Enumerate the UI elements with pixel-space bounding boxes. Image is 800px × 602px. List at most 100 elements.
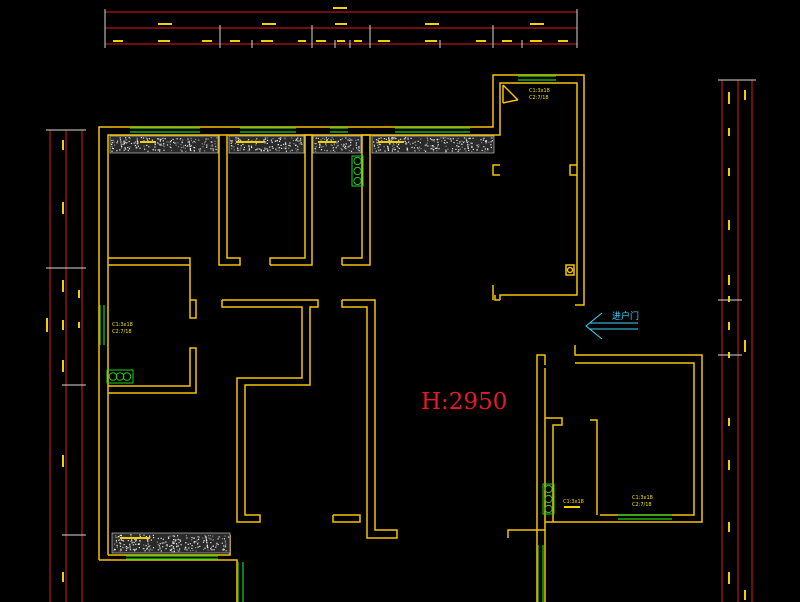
sill-texture-dot <box>469 137 471 139</box>
sill-texture-dot <box>235 138 237 140</box>
sill-texture-dot <box>135 146 137 148</box>
sill-texture-dot <box>467 143 469 145</box>
sill-texture-dot <box>317 137 319 139</box>
sill-texture-dot <box>271 146 273 148</box>
sill-texture-dot <box>405 143 407 145</box>
sill-texture-dot <box>285 141 287 144</box>
sill-texture-dot <box>184 546 187 548</box>
sill-texture-dot <box>237 137 239 139</box>
sill-texture-dot <box>230 142 232 144</box>
sill-texture-dot <box>216 542 218 544</box>
sill-texture-dot <box>295 144 297 146</box>
sill-texture-dot <box>269 146 271 148</box>
sill-texture-dot <box>255 142 257 144</box>
sill-texture-dot <box>118 539 120 541</box>
sill-texture-dot <box>139 540 141 542</box>
sill-texture-dot <box>295 148 297 150</box>
sill-texture-dot <box>417 140 419 142</box>
sill-texture-dot <box>193 541 195 543</box>
sill-texture-dot <box>355 144 357 146</box>
sill-texture-dot <box>170 141 172 143</box>
sill-texture-dot <box>172 542 174 544</box>
sill-texture-dot <box>438 148 440 150</box>
sill-texture-dot <box>315 148 317 150</box>
sill-texture-dot <box>177 538 179 541</box>
sill-texture-dot <box>168 537 170 539</box>
sill-texture-dot <box>129 544 131 546</box>
sill-texture-dot <box>430 147 432 150</box>
sill-texture-dot <box>392 143 394 145</box>
sill-texture-dot <box>160 550 162 552</box>
sill-texture-dot <box>237 139 239 142</box>
sill-texture-dot <box>148 549 150 551</box>
sill-texture-dot <box>358 150 360 152</box>
sill-texture-dot <box>217 538 219 540</box>
sill-texture-dot <box>391 137 394 139</box>
sill-texture-dot <box>457 146 459 148</box>
sill-texture-dot <box>124 142 126 144</box>
sill-texture-dot <box>398 147 400 150</box>
sill-texture-dot <box>189 146 191 148</box>
sill-texture-dot <box>445 145 447 147</box>
left-dimension-ticks <box>46 140 80 582</box>
sill-texture-dot <box>387 149 390 151</box>
sill-texture-dot <box>266 148 268 150</box>
sill-texture-dot <box>352 148 354 150</box>
entry-label: 进户门 <box>612 310 639 322</box>
sill-texture-dot <box>224 540 226 542</box>
sill-texture-dot <box>281 147 283 149</box>
sill-texture-dot <box>297 137 299 139</box>
sill-texture-dot <box>350 144 352 146</box>
sill-texture-dot <box>135 539 137 541</box>
sill-texture-dot <box>185 150 187 152</box>
sill-texture-dot <box>238 138 241 140</box>
sill-texture-dot <box>176 546 178 548</box>
sill-texture-dot <box>333 144 335 146</box>
sill-texture-dot <box>278 140 281 142</box>
sill-texture-dot <box>447 148 449 150</box>
sill-texture-dot <box>120 534 122 536</box>
sill-texture-dot <box>148 138 150 140</box>
sill-texture-dot <box>143 145 145 147</box>
sill-texture-dot <box>157 537 159 540</box>
top-dimension-ticks <box>113 7 568 42</box>
sill-texture-dot <box>378 150 380 152</box>
sill-texture-dot <box>135 543 137 545</box>
sill-texture-dot <box>330 144 332 146</box>
sill-texture-dot <box>430 145 432 147</box>
sill-texture-dot <box>388 137 390 139</box>
sill-texture-dot <box>437 145 439 147</box>
sill-texture-dot <box>113 141 115 143</box>
sill-texture-dot <box>463 137 466 139</box>
sill-texture-dot <box>266 150 268 152</box>
sill-texture-dot <box>358 146 360 148</box>
sill-texture-dot <box>237 139 239 141</box>
sill-texture-dot <box>357 139 359 141</box>
sill-texture-dot <box>111 143 113 145</box>
sill-texture-dot <box>202 541 205 543</box>
sill-texture-dot <box>397 144 400 146</box>
sill-texture-dot <box>490 141 492 143</box>
sill-texture-dot <box>120 143 122 146</box>
sill-texture-dot <box>136 137 138 139</box>
sill-texture-dot <box>283 143 285 146</box>
sill-texture-dot <box>276 140 278 142</box>
sill-texture-dot <box>152 534 154 536</box>
sill-texture-dot <box>116 541 118 543</box>
sill-texture-dot <box>135 147 137 149</box>
sill-texture-dot <box>455 148 457 150</box>
sill-texture-dot <box>426 138 429 140</box>
sill-texture-dot <box>315 145 317 148</box>
sill-texture-dot <box>120 543 122 545</box>
sill-texture-dot <box>350 141 352 144</box>
sill-texture-dot <box>147 540 149 542</box>
sill-texture-dot <box>184 144 187 146</box>
sill-texture-dot <box>195 138 197 141</box>
sill-texture-dot <box>315 143 317 145</box>
sill-texture-dot <box>457 150 459 152</box>
sill-texture-dot <box>128 140 130 143</box>
sill-texture-dot <box>279 138 281 141</box>
sill-texture-dot <box>347 139 349 141</box>
sill-texture-dot <box>111 145 113 147</box>
sill-texture-dot <box>178 541 180 544</box>
